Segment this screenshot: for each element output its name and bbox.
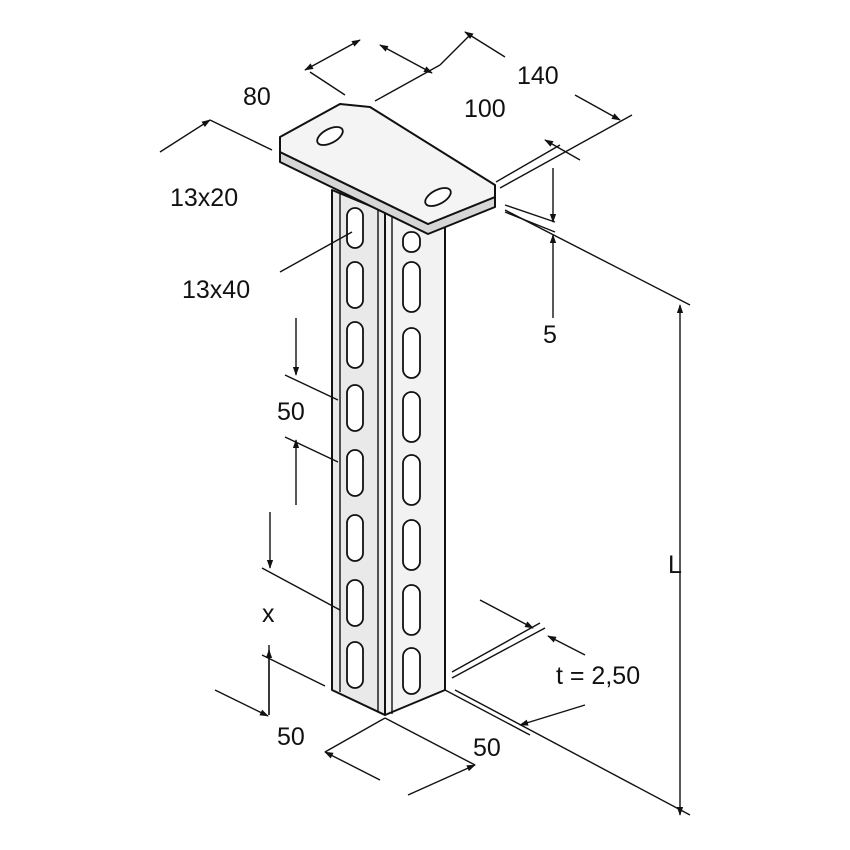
dim-100 [544,139,581,161]
label-13x40: 13x40 [182,276,250,304]
label-t: t = 2,50 [556,662,640,690]
dim-80 [304,39,361,71]
label-L: L [668,551,682,579]
dim-50-bottom [324,751,381,781]
dim-t [479,599,534,629]
left-face-slots [346,207,364,689]
label-x: x [262,600,275,628]
right-face-slots [402,231,421,695]
head-plate [279,103,496,235]
dim-140 [464,31,506,58]
dim-50-right [519,704,586,726]
dimension-lines [159,31,691,816]
label-5: 5 [543,321,557,349]
dim-50-left [214,689,269,717]
label-80: 80 [243,83,271,111]
label-50-left: 50 [277,723,305,751]
label-140: 140 [517,62,559,90]
dimension-labels: 80 140 100 13x20 13x40 5 50 L x t = 2,50… [170,62,682,762]
label-13x20: 13x20 [170,184,238,212]
plate-holes [316,126,452,207]
label-50-pitch: 50 [277,398,305,426]
label-100: 100 [464,95,506,123]
label-50-right: 50 [473,734,501,762]
